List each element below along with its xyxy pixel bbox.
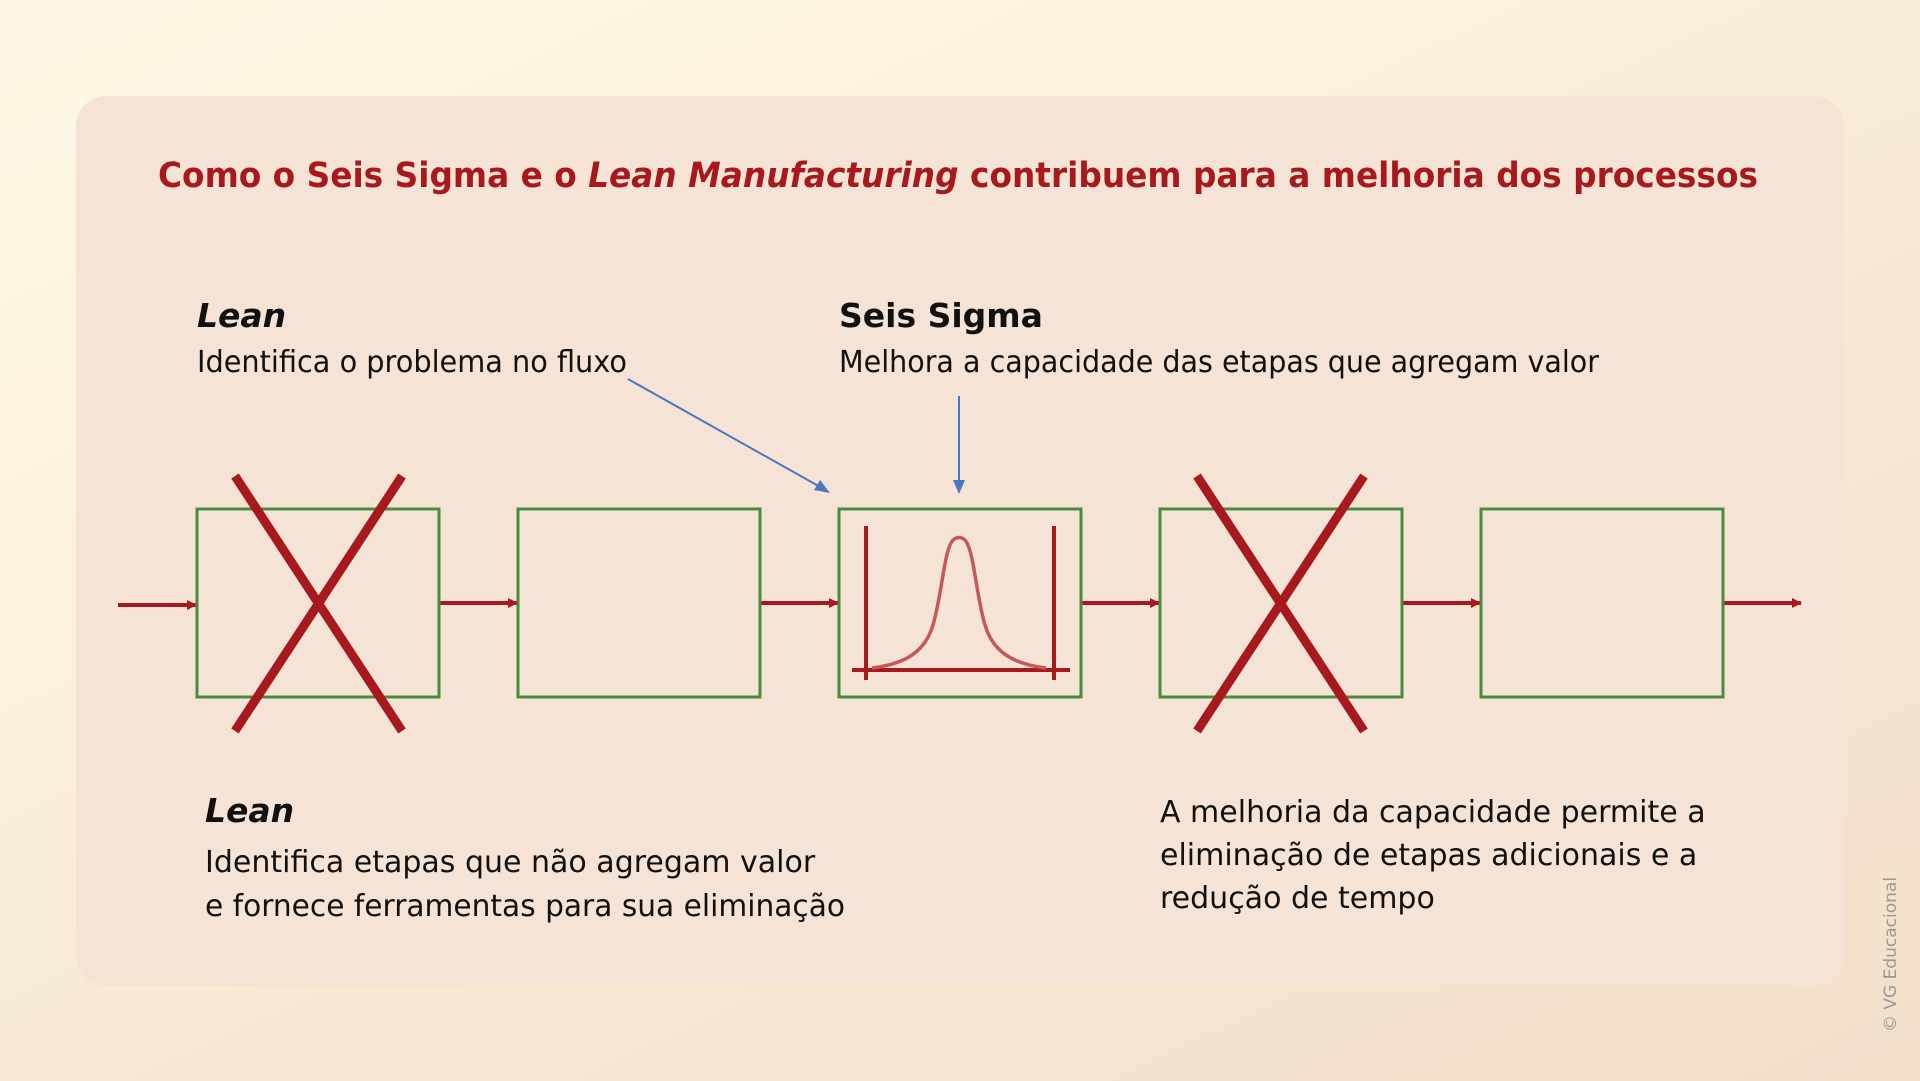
cross-icon-step-1	[231, 473, 406, 734]
six-sigma-heading: Seis Sigma	[839, 296, 1043, 335]
lean-top-heading: Lean	[197, 296, 286, 335]
improvement-line-2: eliminação de etapas adicionais e a	[1160, 838, 1697, 873]
process-step-4	[1158, 507, 1404, 699]
pointer-arrows	[627, 378, 965, 494]
six-sigma-pointer-head	[953, 480, 965, 494]
eliminated-markers	[231, 473, 1368, 734]
process-step-5	[1479, 507, 1725, 699]
page-title: Como o Seis Sigma e o Lean Manufacturing…	[158, 156, 1758, 196]
process-step-3	[837, 507, 1083, 699]
normal-distribution-icon	[852, 526, 1070, 680]
background-panel	[76, 96, 1844, 986]
bell-curve	[871, 535, 1047, 670]
lean-bottom-line-1: Identifica etapas que não agregam valor	[205, 845, 816, 880]
credit-text: © VG Educacional	[1881, 877, 1901, 1032]
flow-arrows	[118, 598, 1802, 610]
lean-bottom-heading: Lean	[205, 791, 294, 830]
title-italic: Lean Manufacturing	[588, 156, 958, 196]
improvement-line-3: redução de tempo	[1160, 881, 1435, 916]
title-suffix: contribuem para a melhoria dos processos	[959, 156, 1758, 196]
improvement-line-1: A melhoria da capacidade permite a	[1160, 795, 1706, 830]
lean-top-text: Identifica o problema no fluxo	[197, 345, 627, 380]
cross-icon-step-4	[1193, 473, 1368, 734]
lean-pointer-head	[814, 480, 830, 493]
six-sigma-text: Melhora a capacidade das etapas que agre…	[839, 345, 1600, 380]
process-step-2	[516, 507, 762, 699]
process-steps	[195, 507, 1725, 699]
lean-bottom-line-2: e fornece ferramentas para sua eliminaçã…	[205, 889, 845, 924]
process-step-1	[195, 507, 441, 699]
lean-pointer-line	[627, 378, 823, 489]
title-prefix: Como o Seis Sigma e o	[158, 156, 588, 196]
